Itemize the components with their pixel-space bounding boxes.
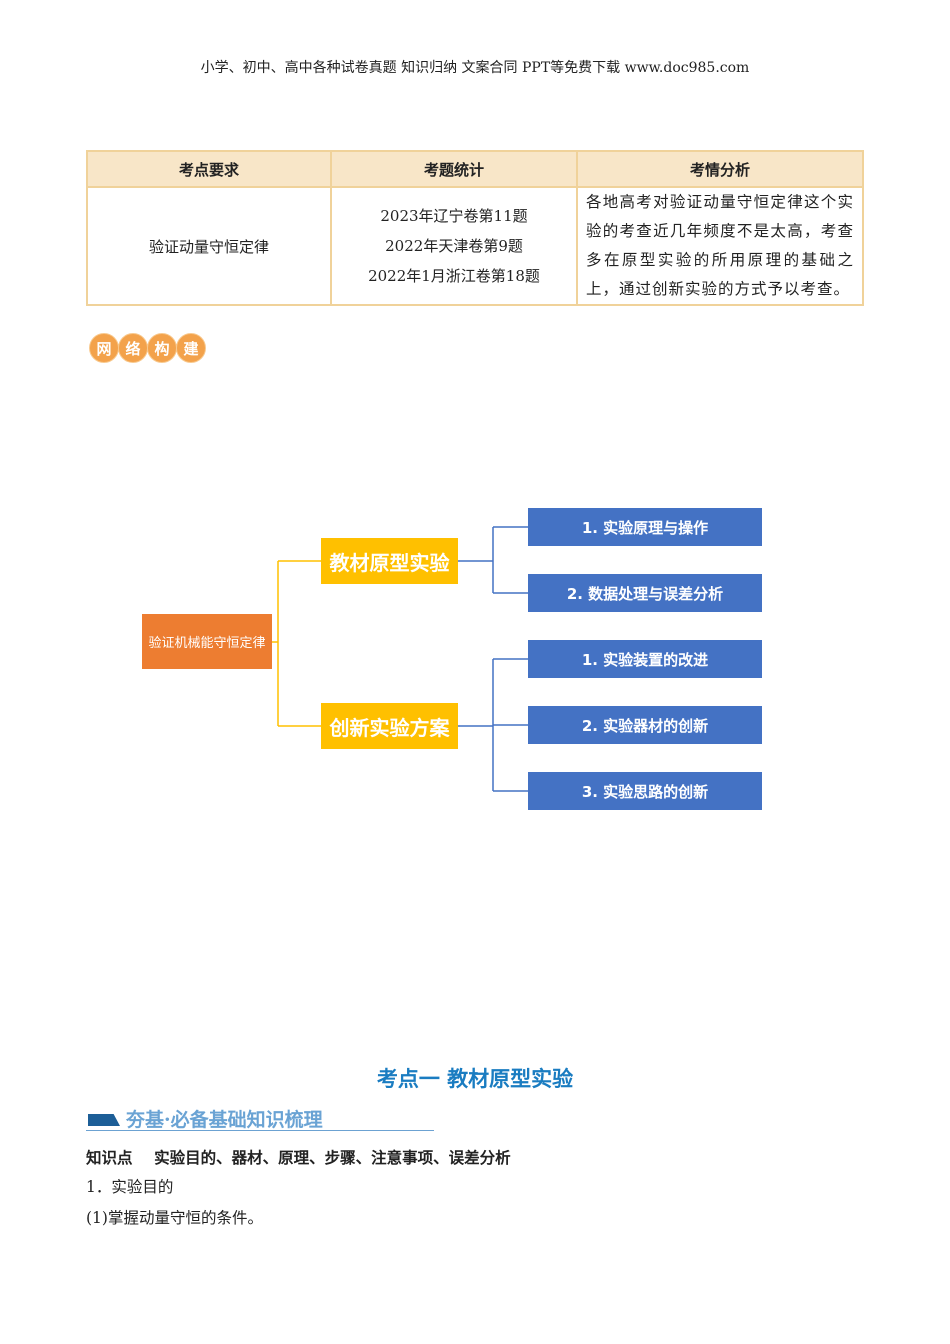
stats-cell: 2023年辽宁卷第11题 2022年天津卷第9题 2022年1月浙江卷第18题 [330, 186, 578, 306]
col-header: 考点要求 [86, 150, 332, 188]
stat-item: 2023年辽宁卷第11题 [380, 207, 528, 225]
subsection-title: 夯基·必备基础知识梳理 [126, 1109, 323, 1131]
diagram-leaf: 2. 数据处理与误差分析 [528, 574, 762, 612]
network-badge: 网 络 构 建 [89, 333, 206, 363]
body-line: (1)掌握动量守恒的条件。 [86, 1209, 263, 1227]
diagram-leaf: 3. 实验思路的创新 [528, 772, 762, 810]
stat-item: 2022年1月浙江卷第18题 [368, 267, 540, 285]
diagram-root: 验证机械能守恒定律 [142, 614, 272, 669]
col-header: 考情分析 [576, 150, 864, 188]
body-line: 1．实验目的 [86, 1178, 174, 1196]
exam-table: 考点要求 考题统计 考情分析 验证动量守恒定律 2023年辽宁卷第11题 202… [86, 150, 864, 306]
badge-char: 构 [147, 333, 177, 363]
heading-bar-decoration [88, 1114, 120, 1126]
badge-char: 网 [89, 333, 119, 363]
knowledge-point-heading: 知识点 实验目的、器材、原理、步骤、注意事项、误差分析 [86, 1149, 511, 1167]
page-header: 小学、初中、高中各种试卷真题 知识归纳 文案合同 PPT等免费下载 www.do… [200, 60, 750, 76]
col-header: 考题统计 [330, 150, 578, 188]
diagram-leaf: 2. 实验器材的创新 [528, 706, 762, 744]
subsection-heading: 夯基·必备基础知识梳理 [86, 1104, 434, 1131]
analysis-cell: 各地高考对验证动量守恒定律这个实验的考查近几年频度不是太高，考查多在原型实验的所… [576, 186, 864, 306]
diagram-branch: 创新实验方案 [321, 703, 458, 749]
badge-char: 络 [118, 333, 148, 363]
stat-item: 2022年天津卷第9题 [385, 237, 523, 255]
diagram-branch: 教材原型实验 [321, 538, 458, 584]
section-title: 考点一 教材原型实验 [376, 1067, 574, 1091]
diagram-leaf: 1. 实验装置的改进 [528, 640, 762, 678]
badge-char: 建 [176, 333, 206, 363]
requirement-cell: 验证动量守恒定律 [86, 186, 332, 306]
diagram-leaf: 1. 实验原理与操作 [528, 508, 762, 546]
